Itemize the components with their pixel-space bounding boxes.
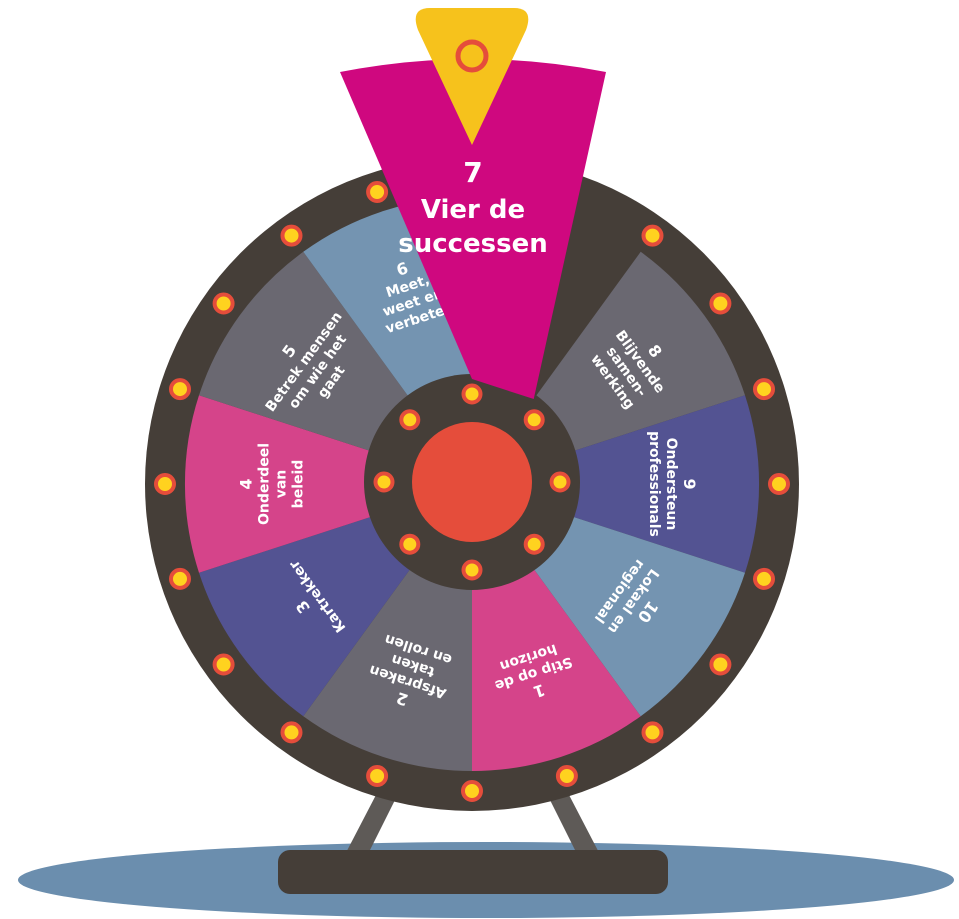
pointer-ring-icon bbox=[455, 39, 489, 73]
rim-bulb-icon bbox=[768, 473, 790, 495]
hub-bulb-icon bbox=[399, 533, 421, 555]
rim-bulb-icon bbox=[753, 567, 775, 590]
rim-bulb-icon bbox=[280, 721, 303, 744]
rim-bulb-icon bbox=[709, 653, 732, 676]
hub-center bbox=[412, 422, 532, 542]
rim-bulb-icon bbox=[461, 780, 483, 802]
hub-bulb-icon bbox=[461, 559, 483, 581]
rim-bulb-icon bbox=[169, 567, 191, 590]
hub-bulb-icon bbox=[549, 471, 571, 493]
rim-bulb-icon bbox=[709, 292, 732, 315]
rim-bulb-icon bbox=[212, 292, 235, 315]
rim-bulb-icon bbox=[169, 378, 191, 401]
rim-bulb-icon bbox=[366, 181, 389, 203]
segment-7-wedge bbox=[340, 59, 606, 400]
rim-bulb-icon bbox=[280, 224, 303, 247]
rim-bulb-icon bbox=[641, 224, 664, 247]
segment-4-label: 4Onderdeelvanbeleid bbox=[237, 443, 307, 525]
stand-leg-right bbox=[549, 793, 607, 868]
rim-bulb-icon bbox=[154, 473, 176, 495]
rim-bulb-icon bbox=[753, 378, 775, 401]
rim-bulb-icon bbox=[212, 653, 235, 676]
rim-bulb-icon bbox=[366, 765, 389, 787]
hub-bulb-icon bbox=[399, 409, 421, 431]
hub-bulbs bbox=[373, 383, 571, 581]
segment-9-wedge bbox=[472, 395, 760, 573]
segment-4-wedge bbox=[184, 395, 472, 573]
pointer-icon bbox=[415, 8, 529, 145]
rim-bulb-icon bbox=[555, 765, 578, 787]
hub-bulb-icon bbox=[523, 409, 545, 431]
segment-9-label: 9Ondersteunprofessionals bbox=[646, 431, 699, 537]
rim-bulb-icon bbox=[641, 721, 664, 744]
stand-base bbox=[278, 850, 668, 894]
hub-bulb-icon bbox=[523, 533, 545, 555]
hub-bulb-icon bbox=[461, 383, 483, 405]
hub-bulb-icon bbox=[373, 471, 395, 493]
stand-leg-left bbox=[338, 793, 396, 868]
rim-bulbs bbox=[154, 181, 790, 802]
